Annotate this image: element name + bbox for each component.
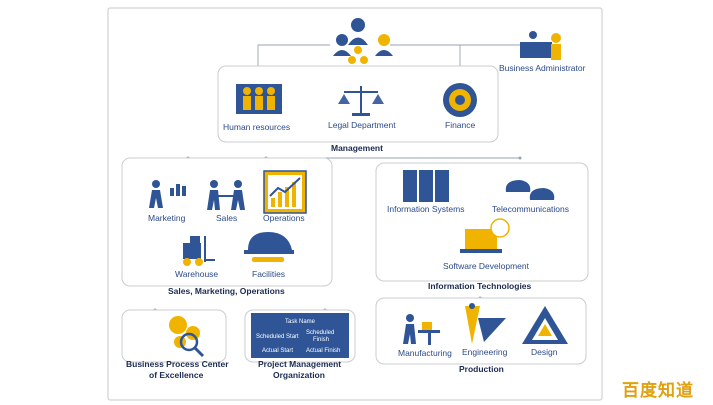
servers-icon (403, 170, 449, 202)
scheduled-finish-label-1: Scheduled (306, 330, 334, 336)
facilities-icon (244, 232, 294, 262)
laptop-icon (460, 218, 510, 253)
business-admin-label: Business Administrator (499, 63, 586, 73)
engineering-icon (465, 303, 506, 344)
sales-icon (207, 180, 245, 210)
design-icon (522, 306, 568, 344)
production-box (375, 297, 587, 365)
actual-finish-label: Actual Finish (306, 348, 340, 354)
facilities-label: Facilities (252, 269, 285, 279)
bpce-title-line2: of Excellence (149, 370, 204, 380)
warehouse-label: Warehouse (175, 269, 218, 279)
scheduled-finish-label-2: Finish (313, 337, 329, 343)
finance-icon (443, 83, 477, 117)
smo-title: Sales, Marketing, Operations (168, 286, 285, 296)
sales-label: Sales (216, 213, 237, 223)
business-admin-icon (520, 31, 561, 60)
watermark-text: 百度知道 (622, 381, 694, 401)
information-systems-label: Information Systems (387, 204, 464, 214)
pmo-title-line1: Project Management (258, 359, 341, 369)
manufacturing-icon (403, 314, 440, 345)
it-title: Information Technologies (428, 281, 532, 291)
actual-start-label: Actual Start (262, 348, 293, 354)
pmo-cards: Task Name Scheduled Start Scheduled Fini… (251, 313, 349, 358)
engineering-label: Engineering (462, 347, 508, 357)
pmo-title-line2: Organization (273, 370, 325, 380)
software-development-label: Software Development (443, 261, 530, 271)
manufacturing-label: Manufacturing (398, 348, 452, 358)
task-name-label: Task Name (285, 319, 316, 325)
bpce-box (121, 309, 227, 363)
legal-department-label: Legal Department (328, 120, 396, 130)
operations-icon (263, 170, 307, 214)
bpce-title-line1: Business Process Center (126, 359, 229, 369)
telecommunications-label: Telecommunications (492, 204, 569, 214)
scales-icon (338, 86, 384, 116)
marketing-icon (149, 180, 186, 208)
forklift-icon (183, 236, 215, 266)
human-resources-label: Human resources (223, 122, 290, 132)
gears-magnifier-icon (169, 316, 205, 358)
scheduled-start-label: Scheduled Start (256, 334, 299, 340)
management-title: Management (331, 143, 383, 153)
production-title: Production (459, 364, 504, 374)
human-resources-icon (236, 84, 282, 114)
operations-label: Operations (263, 213, 305, 223)
design-label: Design (531, 347, 558, 357)
telephones-icon (505, 180, 555, 200)
management-box (217, 65, 499, 143)
finance-label: Finance (445, 120, 476, 130)
marketing-label: Marketing (148, 213, 186, 223)
